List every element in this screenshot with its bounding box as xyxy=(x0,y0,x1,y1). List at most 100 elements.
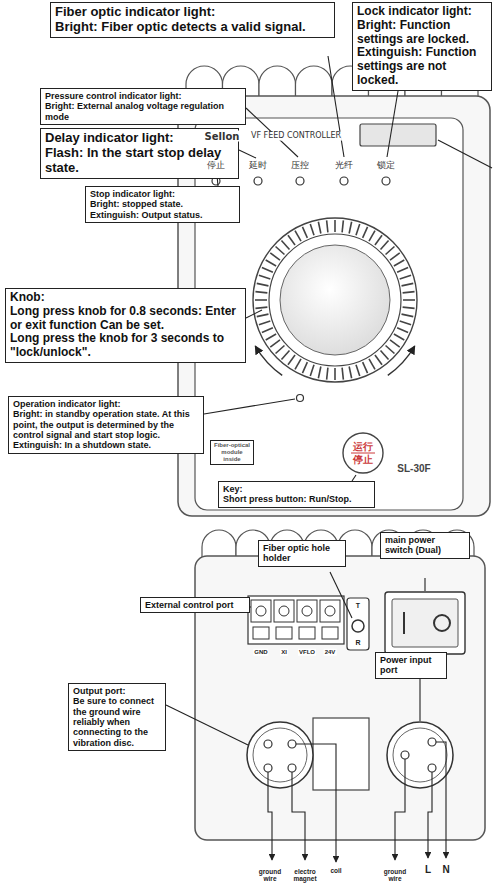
callout-text: Bright: stopped state. xyxy=(90,199,235,209)
knurl-tooth xyxy=(403,299,415,301)
callout-heading: Stop indicator light: xyxy=(90,189,235,199)
socket-pins xyxy=(401,738,436,772)
switch-mark xyxy=(403,612,405,634)
terminal-label: T xyxy=(355,602,361,610)
wire-label: ground wire xyxy=(255,868,285,882)
power-socket xyxy=(387,722,453,788)
rotate-arrow xyxy=(255,346,282,375)
switch-rocker xyxy=(392,599,458,647)
knurl-tooth xyxy=(342,368,343,380)
knurl-tooth xyxy=(262,267,273,272)
knurl-tooth xyxy=(318,222,320,234)
knurl-tooth xyxy=(257,283,269,285)
knurl-tooth xyxy=(310,365,314,376)
wire-leads xyxy=(268,742,446,862)
callout-heading: Output port: xyxy=(73,686,161,696)
knurl-tooth xyxy=(255,292,267,293)
panel-label: 锁定 xyxy=(376,161,396,171)
knob-cap xyxy=(280,245,390,355)
knurl-tooth xyxy=(397,267,408,272)
knurl-tooth xyxy=(255,299,267,301)
callout-text: Extinguish: Output status. xyxy=(90,210,235,220)
callout-text: 停止 xyxy=(353,454,373,466)
knurl-tooth xyxy=(259,321,270,325)
button-circle xyxy=(343,433,383,473)
knob-rim xyxy=(269,234,401,366)
run-stop-button: 运行停止 xyxy=(342,432,384,474)
callout-text: Short press button: Run/Stop. xyxy=(223,494,370,504)
callout-box: External control port xyxy=(140,597,250,613)
terminal-label: GND xyxy=(253,649,268,656)
knurl-tooth xyxy=(310,224,314,235)
callout-box: Fiber optic hole holder xyxy=(258,540,346,567)
knurl-tooth xyxy=(400,275,411,279)
callout-box: Operation indicator light:Bright: in sta… xyxy=(8,396,204,454)
panel-label: 压控 xyxy=(290,161,310,171)
power-switch xyxy=(385,592,465,654)
knurl-tooth xyxy=(375,235,382,245)
knurl-tooth xyxy=(375,355,382,365)
wire-label: electro magnet xyxy=(287,868,323,882)
housing-plate xyxy=(313,718,369,790)
knurl-tooth xyxy=(270,340,280,347)
terminal-label: VFLO xyxy=(298,649,316,656)
callout-heading: Fiber optic hole holder xyxy=(263,543,341,564)
callout-box: Lock indicator light:Bright: Function se… xyxy=(352,2,492,91)
rotate-arrow xyxy=(388,346,415,375)
knurl-tooth xyxy=(302,227,307,238)
callout-text: Bright: Fiber optic detects a valid sign… xyxy=(55,20,330,35)
callout-text: Be sure to connect the ground wire relia… xyxy=(73,696,161,748)
output-socket-rim xyxy=(253,728,307,782)
button-outline xyxy=(342,432,384,474)
knurl-tooth xyxy=(262,328,273,333)
knurl-tooth xyxy=(386,346,395,354)
module-badge: Fiber-optical module inside xyxy=(210,440,254,465)
fiber-hole xyxy=(352,620,364,632)
callout-box: Output port:Be sure to connect the groun… xyxy=(68,683,166,751)
switch-mark xyxy=(434,615,450,631)
knurl-tooth xyxy=(356,224,360,235)
callout-box: Key:Short press button: Run/Stop. xyxy=(218,481,375,508)
knurl-tooth xyxy=(295,231,301,241)
knurl-tooth xyxy=(390,253,400,260)
knurl-tooth xyxy=(402,314,414,316)
knurl-tooth xyxy=(266,334,276,340)
knurl-tooth xyxy=(363,227,368,238)
knurl-tooth xyxy=(349,367,351,379)
callout-heading: Power input port xyxy=(380,655,442,676)
callout-text: Bright: External analog voltage regulati… xyxy=(45,101,241,122)
knurl-tooth xyxy=(363,362,368,373)
knurl-tooth xyxy=(281,241,289,250)
terminal-screws xyxy=(251,600,340,639)
knurl-tooth xyxy=(400,321,411,325)
wire-label: coil xyxy=(329,867,342,874)
knurl-tooth xyxy=(334,368,336,380)
callout-heading: Fiber-optical module inside xyxy=(213,442,251,463)
knurl-tooth xyxy=(266,260,276,266)
knurl-tooth xyxy=(295,359,301,369)
knurl-tooth xyxy=(403,292,415,293)
terminal-label: SL-30F xyxy=(396,463,431,474)
panel-label: Sellon xyxy=(204,131,241,142)
knurl-tooth xyxy=(386,246,395,254)
callout-box: Stop indicator light:Bright: stopped sta… xyxy=(85,186,240,223)
callout-heading: Lock indicator light: xyxy=(357,5,487,19)
panel-label: 光纤 xyxy=(334,161,354,171)
knurl-tooth xyxy=(349,222,351,234)
terminal-label: 24V xyxy=(324,649,337,656)
callout-heading: Fiber optic indicator light: xyxy=(55,5,330,20)
knurl-tooth xyxy=(276,346,285,354)
callout-heading: Knob: xyxy=(10,291,241,305)
knurl-tooth xyxy=(276,246,285,254)
panel-label: 停止 xyxy=(206,161,226,171)
knurl-tooth xyxy=(288,235,295,245)
terminal-label: R xyxy=(354,639,361,647)
knurl-tooth xyxy=(390,340,400,347)
knurl-tooth xyxy=(281,351,289,360)
callout-heading: main power switch (Dual) xyxy=(385,535,465,556)
panel-label: 延时 xyxy=(248,161,268,171)
knurl-tooth xyxy=(255,307,267,308)
display-window xyxy=(360,124,436,146)
knob-knurling xyxy=(255,220,415,380)
